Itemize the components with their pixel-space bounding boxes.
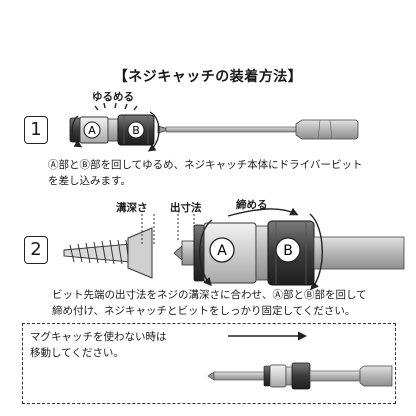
- step-2-text-line-1: ビット先端の出寸法をネジの溝深さに合わせ、Ⓐ部とⒷ部を回して: [52, 289, 367, 301]
- step-2-collar-b-badge: [275, 237, 301, 263]
- loosen-ticks-icon: [94, 102, 138, 111]
- step-1-loosen-label: ゆるめる: [92, 91, 134, 103]
- tip-text-line-2: 移動してください。: [30, 347, 124, 359]
- step-1-number: 1: [24, 116, 48, 144]
- step-2-catch-body: A B: [173, 220, 405, 286]
- step-1-catch-body: A B: [69, 114, 155, 146]
- tip-illustration: [207, 331, 393, 390]
- step-2-rotate-arrow-a-icon: [199, 219, 213, 287]
- step-2-illustration: A B: [63, 207, 405, 291]
- step-2-protrusion-label: 出寸法: [170, 202, 202, 214]
- step-2-rotate-arrow-top-icon: [227, 207, 299, 217]
- step-1-collar-a-badge: [83, 121, 101, 139]
- step-1-rotate-arrow-b-icon: [147, 111, 160, 152]
- tip-box: [22, 323, 396, 404]
- step-2-collar-a-badge: [209, 237, 235, 263]
- step-1-illustration: A B: [69, 102, 359, 152]
- step-1-rotate-arrow-a-icon: [71, 115, 83, 148]
- step-2-tighten-label: 締める: [236, 199, 268, 211]
- step-2-number: 2: [24, 236, 48, 264]
- step-1-collar-b-letter: B: [132, 124, 140, 137]
- step-2-text-line-2: 締め付け、ネジキャッチとビットをしっかり固定してください。: [52, 305, 356, 317]
- step-2-groove-label: 溝深さ: [116, 202, 148, 214]
- tip-text-line-1: マグキャッチを使わない時は: [30, 331, 167, 343]
- step-2-rotate-arrow-b-icon: [309, 213, 323, 291]
- page-title: 【ネジキャッチの装着方法】: [113, 69, 303, 85]
- step-1-text-line-2: を差し込みます。: [48, 175, 131, 187]
- screw-icon: [63, 227, 153, 279]
- step-1-text-line-1: Ⓐ部とⒷ部を回してゆるめ、ネジキャッチ本体にドライバービット: [48, 159, 363, 171]
- step-2-collar-a-letter: A: [217, 243, 227, 259]
- step-2-collar-b-letter: B: [283, 243, 293, 259]
- step-1-collar-a-letter: A: [88, 124, 96, 137]
- step-1-collar-b-badge: [127, 121, 145, 139]
- step-1-driver-bit: [157, 119, 359, 140]
